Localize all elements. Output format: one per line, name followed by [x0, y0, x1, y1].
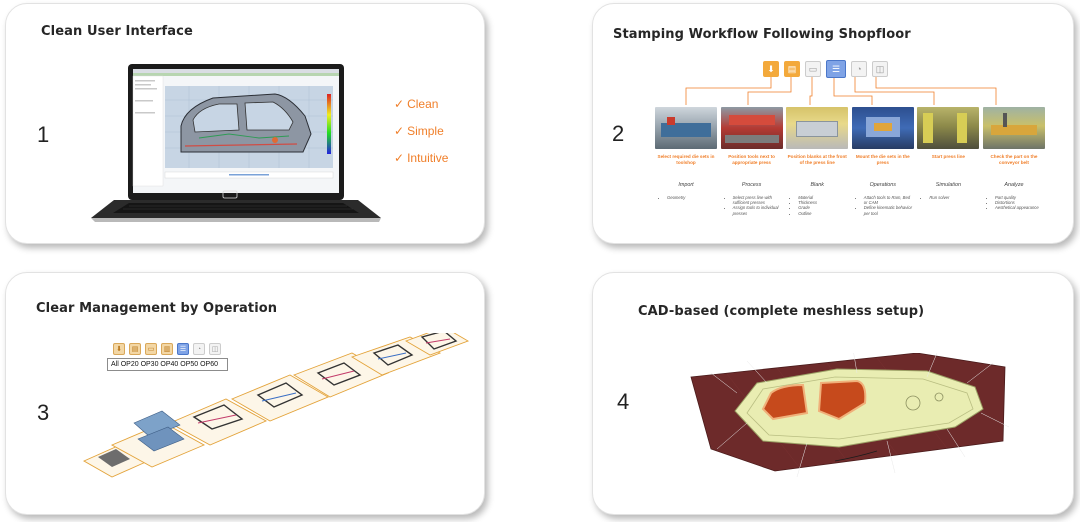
step-category: Analyze	[1004, 182, 1024, 188]
step-items: Material Thickness Grade Outline	[786, 195, 848, 216]
card-stamping-workflow: Stamping Workflow Following Shopfloor 2 …	[592, 3, 1074, 244]
step-item: Assign tools to individual presses	[733, 205, 783, 215]
feature-item: ✓Intuitive	[394, 144, 448, 171]
step-item: Select press line with sufficient presse…	[733, 195, 783, 205]
laptop-illustration	[91, 64, 381, 222]
step-item: Distortions	[995, 200, 1045, 205]
feature-label: Clean	[407, 96, 439, 111]
feature-label: Intuitive	[407, 150, 449, 165]
operation-filter-field[interactable]: All OP20 OP30 OP40 OP50 OP60	[107, 358, 228, 371]
step-category: Process	[741, 182, 762, 188]
check-icon: ✓	[394, 150, 405, 165]
simulation-icon[interactable]: ◔	[193, 343, 205, 355]
step-item: Material	[798, 195, 848, 200]
blanks-photo	[786, 107, 849, 149]
step-items: Attach tools to Ram, Bed or CAM Define k…	[852, 195, 914, 216]
card-number: 1	[37, 122, 50, 147]
step-items: Select press line with sufficient presse…	[721, 195, 783, 216]
analyze-icon[interactable]: ◫	[209, 343, 221, 355]
card-clean-ui: Clean User Interface 1	[5, 3, 485, 244]
feature-label: Simple	[407, 123, 444, 138]
workflow-step: Select required die sets in toolshop Imp…	[655, 107, 717, 216]
import-icon[interactable]: ⬇	[763, 61, 779, 77]
press-photo	[720, 107, 783, 149]
workflow-step: Position tools next to appropriate press…	[720, 107, 783, 216]
step-item: Geometry	[667, 195, 717, 200]
check-icon: ✓	[394, 96, 405, 111]
card-operation-management: Clear Management by Operation 3 ⬇ ▤ ▭ ▥ …	[5, 272, 485, 515]
card-number: 2	[612, 121, 625, 146]
card-title: CAD-based (complete meshless setup)	[638, 304, 925, 319]
step-caption: Position tools next to appropriate press	[728, 154, 775, 165]
cad-part-illustration	[690, 353, 1010, 478]
step-item: Grade	[798, 205, 848, 210]
workflow-toolbar: ⬇ ▤ ▭ ☰ ◔ ◫	[763, 60, 888, 78]
card-title: Stamping Workflow Following Shopfloor	[613, 27, 911, 42]
step-caption: Position blanks at the front of the pres…	[787, 154, 847, 165]
blank-icon[interactable]: ▭	[145, 343, 157, 355]
workflow-step: Start press line Simulation Run solver	[917, 107, 980, 216]
operations-icon[interactable]: ☰	[177, 343, 189, 355]
card-number: 4	[617, 389, 630, 414]
operations-icon[interactable]: ☰	[826, 60, 846, 78]
process-icon[interactable]: ▤	[784, 61, 800, 77]
analyze-icon[interactable]: ◫	[872, 61, 888, 77]
card-cad-based: CAD-based (complete meshless setup) 4	[592, 272, 1074, 515]
card-title: Clean User Interface	[41, 24, 193, 39]
check-icon: ✓	[394, 123, 405, 138]
step-category: Blank	[810, 182, 824, 188]
operation-stack-illustration	[83, 333, 470, 478]
feature-item: ✓Simple	[394, 117, 448, 144]
card-title: Clear Management by Operation	[36, 301, 278, 316]
card-number: 3	[37, 400, 50, 425]
step-category: Import	[678, 182, 694, 188]
step-item: Define kinematic behavior per tool	[864, 205, 914, 215]
workflow-connectors	[685, 77, 997, 105]
step-items: Geometry	[655, 195, 717, 200]
step-caption: Mount the die sets in the press	[855, 154, 910, 165]
toolshop-photo	[655, 107, 717, 149]
step-category: Simulation	[935, 182, 961, 188]
step-items: Run solver	[917, 195, 979, 200]
step-category: Operations	[869, 182, 896, 188]
workflow-step: Position blanks at the front of the pres…	[786, 107, 849, 216]
workflow-step: Check the part on the conveyor belt Anal…	[982, 107, 1045, 216]
operation-toolbar: ⬇ ▤ ▭ ▥ ☰ ◔ ◫	[113, 343, 221, 355]
step-item: Thickness	[798, 200, 848, 205]
feature-item: ✓Clean	[394, 90, 448, 117]
conveyor-photo	[982, 107, 1045, 149]
step-caption: Start press line	[931, 154, 965, 159]
feature-list: ✓Clean ✓Simple ✓Intuitive	[394, 90, 448, 171]
die-mount-photo	[851, 107, 914, 149]
step-item: Part quality	[995, 195, 1045, 200]
step-caption: Check the part on the conveyor belt	[990, 154, 1038, 165]
step-items: Part quality Distortions Aesthetical app…	[983, 195, 1045, 211]
process-icon[interactable]: ▤	[129, 343, 141, 355]
step-item: Outline	[798, 211, 848, 216]
press-line-photo	[917, 107, 980, 149]
step-item: Attach tools to Ram, Bed or CAM	[864, 195, 914, 205]
step-item: Run solver	[929, 195, 979, 200]
simulation-icon[interactable]: ◔	[851, 61, 867, 77]
tools-icon[interactable]: ▥	[161, 343, 173, 355]
step-caption: Select required die sets in toolshop	[657, 154, 715, 165]
workflow-step: Mount the die sets in the press Operatio…	[851, 107, 914, 216]
blank-icon[interactable]: ▭	[805, 61, 821, 77]
workflow-steps: Select required die sets in toolshop Imp…	[655, 107, 1045, 216]
import-icon[interactable]: ⬇	[113, 343, 125, 355]
step-item: Aesthetical appearance	[995, 205, 1045, 210]
